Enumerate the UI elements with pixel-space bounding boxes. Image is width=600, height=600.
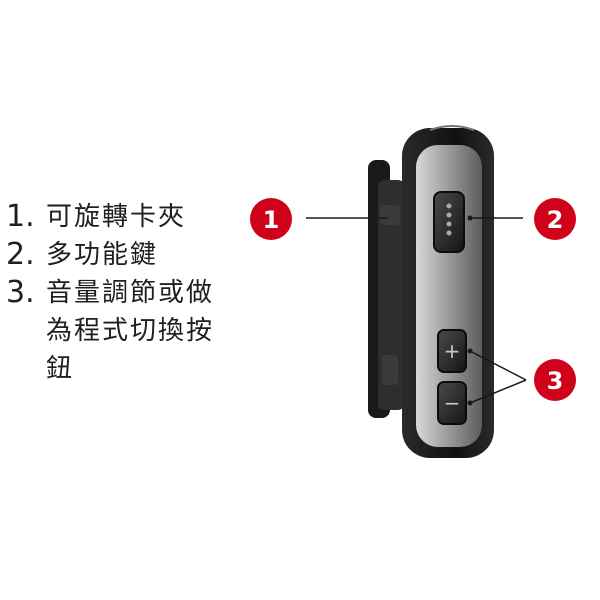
leader-dot-3b <box>467 400 473 406</box>
callout-2: 2 <box>534 198 576 240</box>
callout-label-2: 2 <box>547 206 564 234</box>
callout-label-1: 1 <box>263 206 280 234</box>
legend: 1. 可旋轉卡夾 2. 多功能鍵 3. 音量調節或做為程式切換按鈕 <box>6 198 226 388</box>
leader-line-3a <box>469 350 527 381</box>
legend-text-2: 多功能鍵 <box>46 240 159 270</box>
volume-down-button[interactable]: − <box>437 381 467 425</box>
leader-dot-2 <box>467 215 473 221</box>
leader-line-3b <box>469 379 527 404</box>
multi-function-button[interactable] <box>433 191 465 253</box>
clip-hinge-bottom <box>382 355 398 385</box>
callout-3: 3 <box>534 359 576 401</box>
device-body <box>402 125 494 458</box>
legend-item-2: 2. 多功能鍵 <box>6 236 226 274</box>
minus-icon: − <box>444 391 461 415</box>
legend-item-1: 1. 可旋轉卡夾 <box>6 198 226 236</box>
legend-number-1: 1. <box>6 199 35 234</box>
side-panel <box>416 145 482 447</box>
rotating-clip <box>368 160 404 418</box>
volume-up-button[interactable]: + <box>437 329 467 373</box>
legend-number-2: 2. <box>6 237 35 272</box>
legend-item-3: 3. 音量調節或做為程式切換按鈕 <box>6 274 226 388</box>
callout-1: 1 <box>250 198 292 240</box>
leader-lines <box>306 217 527 404</box>
legend-text-3: 音量調節或做為程式切換按鈕 <box>46 278 215 384</box>
leader-dot-3a <box>467 348 473 354</box>
clip-hinge-top <box>380 205 400 225</box>
callout-label-3: 3 <box>547 367 564 395</box>
plus-icon: + <box>444 339 461 363</box>
legend-text-1: 可旋轉卡夾 <box>46 202 187 232</box>
legend-number-3: 3. <box>6 275 35 310</box>
